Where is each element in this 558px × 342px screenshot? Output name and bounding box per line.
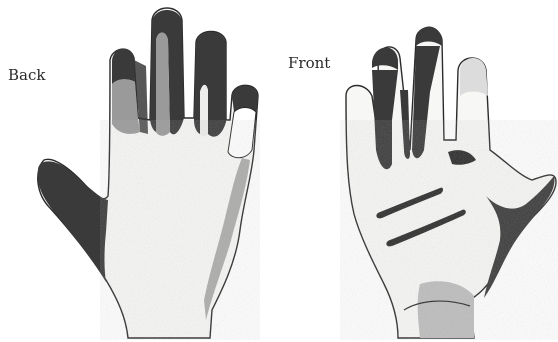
back-thumb-shading [38,161,108,282]
back-texture [100,120,260,340]
front-texture [340,120,558,340]
back-hand [38,8,260,340]
back-index-finger-tip [112,49,135,84]
front-hand [340,27,558,341]
